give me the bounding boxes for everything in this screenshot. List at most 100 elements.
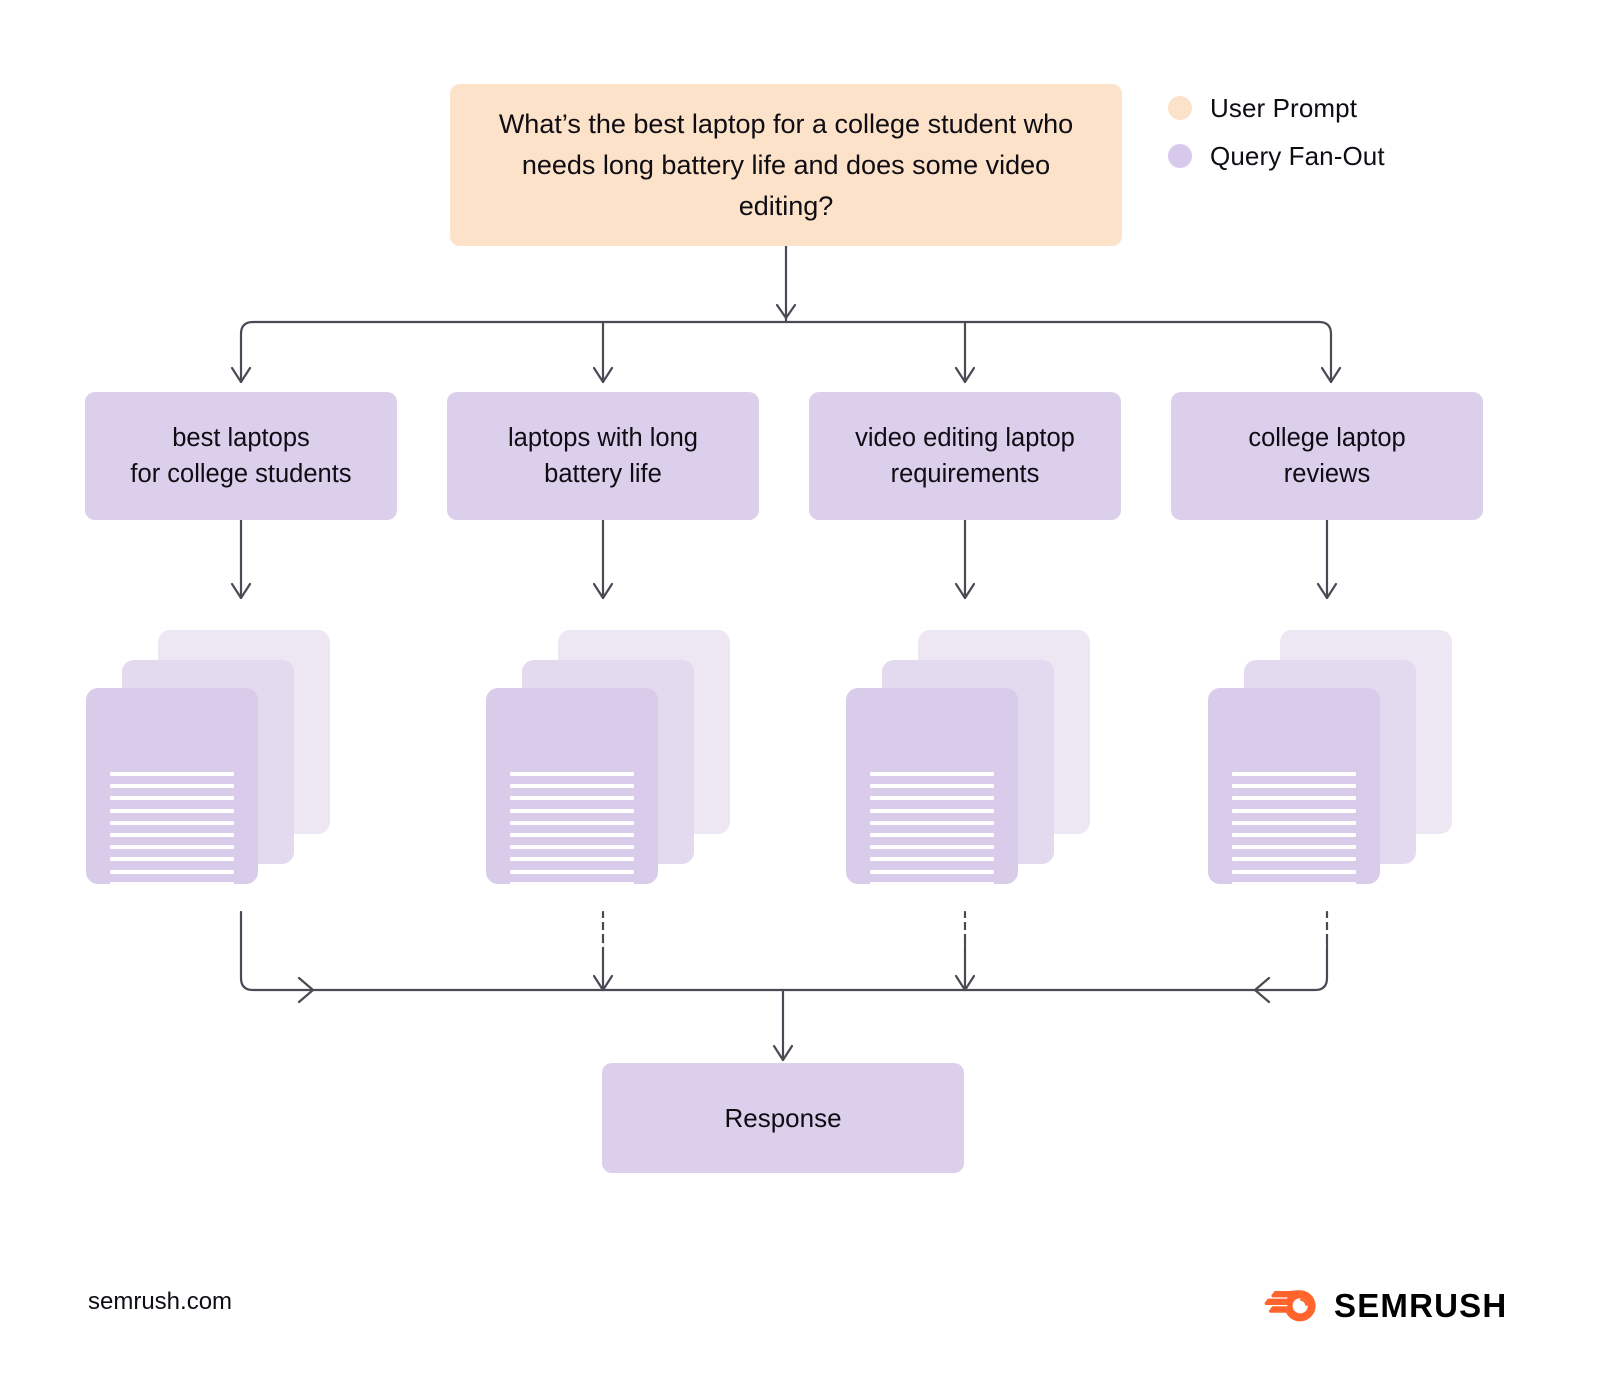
document-text-line — [870, 808, 994, 813]
document-text-line — [510, 869, 634, 874]
response-node: Response — [602, 1063, 964, 1173]
query-node-label: best laptops for college students — [130, 424, 352, 488]
document-text-lines — [870, 772, 994, 955]
document-text-line — [1232, 796, 1356, 801]
document-stack-icon-2 — [846, 630, 1106, 947]
document-stack-icon-0 — [86, 630, 346, 947]
document-text-line — [510, 930, 634, 935]
document-text-line — [110, 784, 234, 789]
arrowhead-branch-0 — [230, 366, 252, 384]
document-text-line — [870, 906, 994, 911]
document-text-line — [870, 857, 994, 862]
document-text-line — [870, 845, 994, 850]
document-text-line — [1232, 918, 1356, 923]
arrowhead-query-0-to-docs — [230, 582, 252, 600]
document-text-lines — [510, 772, 634, 955]
document-text-line — [870, 796, 994, 801]
document-text-line — [1232, 857, 1356, 862]
document-sheet-front — [846, 688, 1018, 947]
arrowhead-bus-to-response — [772, 1044, 794, 1062]
wire-docs-0-to-bus — [239, 910, 1329, 992]
document-text-line — [110, 881, 234, 886]
document-text-line — [110, 869, 234, 874]
arrowhead-branch-3 — [1320, 366, 1342, 384]
document-text-lines — [1232, 772, 1356, 955]
document-text-line — [870, 893, 994, 898]
document-text-line — [1232, 784, 1356, 789]
document-text-line — [870, 881, 994, 886]
document-text-line — [1232, 930, 1356, 935]
legend-item-user-prompt: User Prompt — [1168, 84, 1468, 132]
document-text-line — [110, 906, 234, 911]
arrowhead-branch-1 — [592, 366, 614, 384]
document-text-line — [1232, 906, 1356, 911]
fanout-bus — [239, 320, 1333, 384]
document-text-line — [870, 930, 994, 935]
response-node-label: Response — [724, 1102, 842, 1133]
legend-label-query-fan-out: Query Fan-Out — [1210, 140, 1385, 171]
query-node-video-editing: video editing laptop requirements — [809, 392, 1121, 520]
document-text-line — [870, 784, 994, 789]
document-text-line — [870, 832, 994, 837]
query-node-label: laptops with long battery life — [508, 424, 698, 488]
document-text-line — [110, 893, 234, 898]
document-text-line — [870, 820, 994, 825]
arrowhead-converge-3 — [1253, 976, 1271, 1004]
document-text-line — [510, 918, 634, 923]
footer-url: semrush.com — [88, 1288, 233, 1315]
document-text-line — [510, 857, 634, 862]
document-text-line — [510, 808, 634, 813]
document-sheet-front — [1208, 688, 1380, 947]
document-text-line — [110, 772, 234, 776]
document-text-line — [110, 930, 234, 935]
document-text-line — [110, 918, 234, 923]
legend-label-user-prompt: User Prompt — [1210, 92, 1358, 123]
document-text-line — [1232, 832, 1356, 837]
document-text-line — [1232, 942, 1327, 947]
semrush-logo: SEMRUSH — [1262, 1286, 1507, 1326]
arrowhead-query-3-to-docs — [1316, 582, 1338, 600]
document-text-line — [1232, 772, 1356, 776]
user-prompt-node: What’s the best laptop for a college stu… — [450, 84, 1122, 246]
document-text-line — [110, 820, 234, 825]
document-text-line — [870, 942, 965, 947]
document-sheet-front — [486, 688, 658, 947]
query-node-battery-life: laptops with long battery life — [447, 392, 759, 520]
document-text-line — [1232, 881, 1356, 886]
semrush-wordmark: SEMRUSH — [1334, 1287, 1508, 1324]
document-text-line — [1232, 893, 1356, 898]
document-text-line — [510, 784, 634, 789]
document-text-line — [510, 906, 634, 911]
arrowhead-query-1-to-docs — [592, 582, 614, 600]
document-text-line — [510, 881, 634, 886]
document-text-line — [110, 808, 234, 813]
query-node-label: video editing laptop requirements — [855, 424, 1075, 488]
arrowhead-converge-0 — [297, 976, 315, 1004]
document-text-line — [1232, 808, 1356, 813]
legend: User Prompt Query Fan-Out — [1168, 84, 1468, 180]
arrowhead-converge-2 — [954, 974, 976, 992]
arrowhead-query-2-to-docs — [954, 582, 976, 600]
document-stack-icon-3 — [1208, 630, 1468, 947]
query-node-label: college laptop reviews — [1248, 424, 1406, 488]
circle-swatch-icon-user-prompt — [1168, 96, 1192, 120]
document-text-line — [110, 796, 234, 801]
document-text-line — [510, 832, 634, 837]
document-sheet-front — [86, 688, 258, 947]
document-text-line — [870, 918, 994, 923]
legend-item-query-fan-out: Query Fan-Out — [1168, 132, 1468, 180]
document-text-line — [110, 832, 234, 837]
user-prompt-text: What’s the best laptop for a college stu… — [498, 108, 1074, 221]
document-text-line — [510, 820, 634, 825]
document-text-line — [870, 869, 994, 874]
arrowhead-converge-1 — [592, 974, 614, 992]
document-stack-icon-1 — [486, 630, 746, 947]
query-node-best-laptops: best laptops for college students — [85, 392, 397, 520]
document-text-line — [110, 942, 205, 947]
document-text-line — [510, 942, 605, 947]
document-text-line — [510, 796, 634, 801]
document-text-line — [1232, 845, 1356, 850]
document-text-line — [870, 772, 994, 776]
document-text-line — [510, 845, 634, 850]
